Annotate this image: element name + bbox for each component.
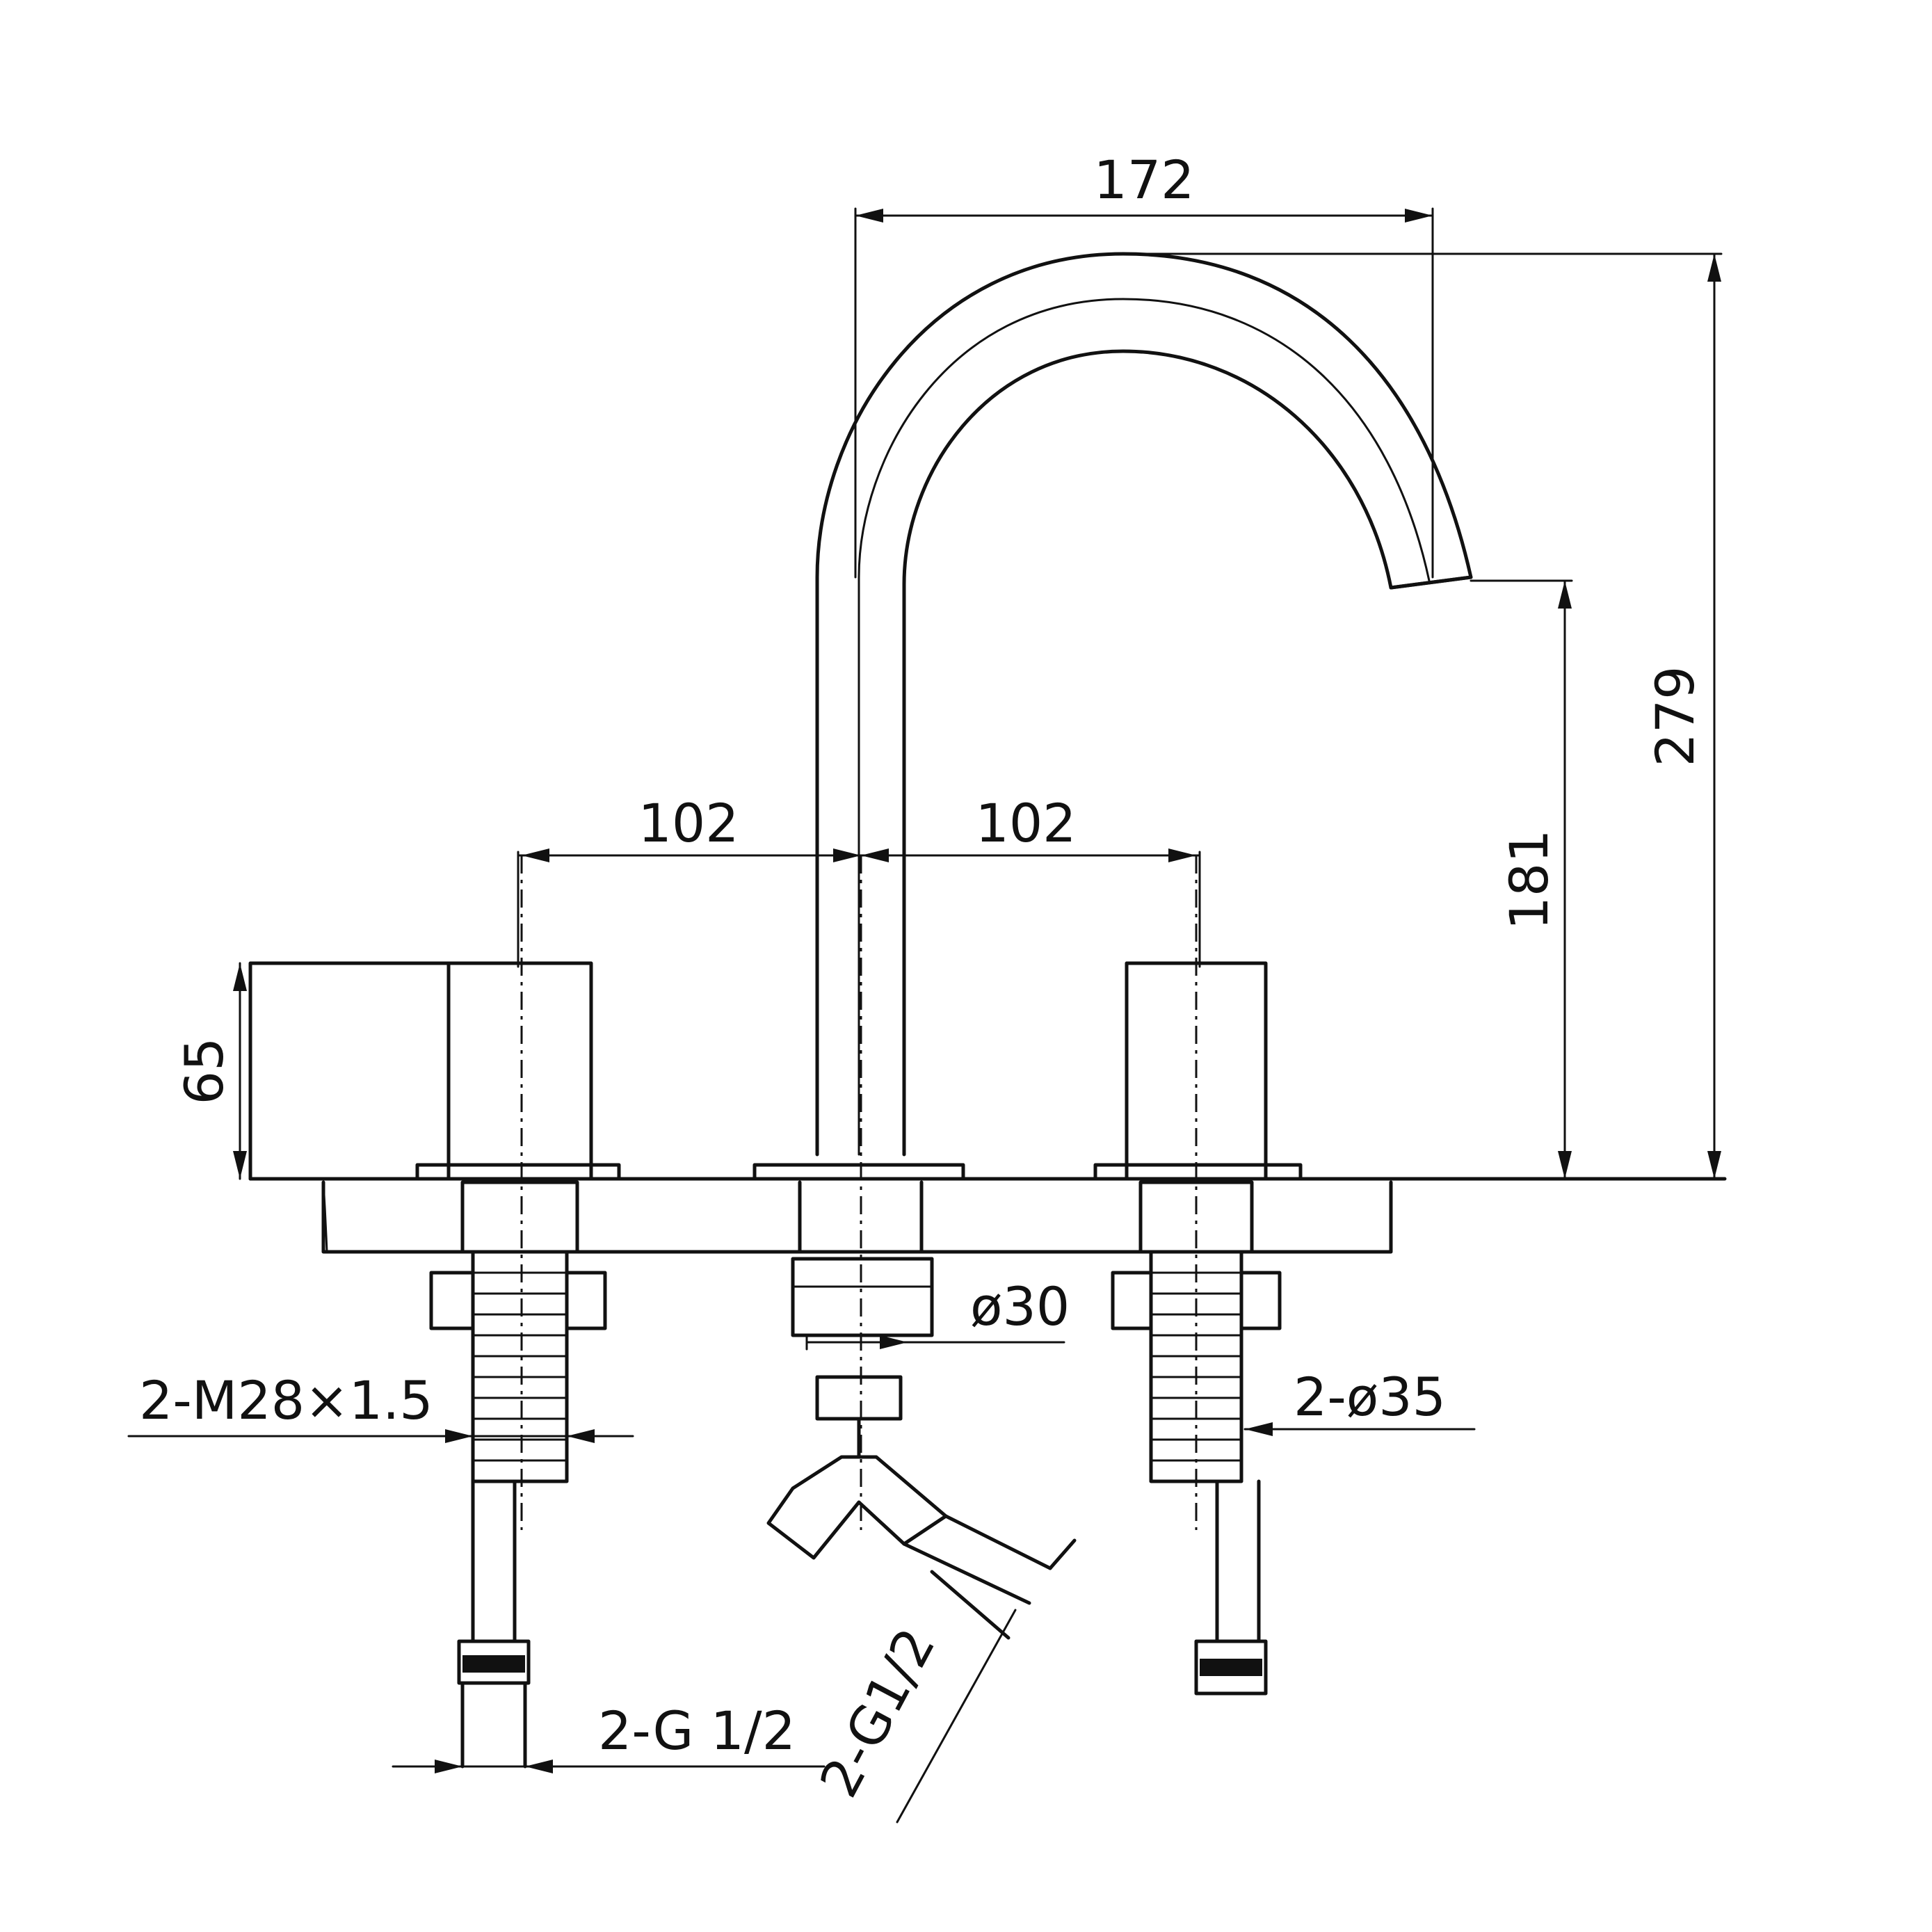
dim-spout-reach: 172 <box>1093 149 1194 211</box>
spout <box>815 252 1473 1157</box>
dim-handle-height: 65 <box>173 1038 235 1105</box>
dimension-lines <box>127 207 1723 1824</box>
left-thread <box>471 1250 569 1483</box>
dim-outlet-thread: 2-G1/2 <box>807 1618 947 1807</box>
dim-handle-spacing-left: 102 <box>638 792 739 854</box>
left-handle <box>248 961 621 1769</box>
spout-mount <box>752 1163 1077 1640</box>
right-handle <box>1093 961 1303 1696</box>
center-lines <box>520 855 1198 1530</box>
deck <box>248 1177 1727 1254</box>
dim-handle-thread: 2-M28×1.5 <box>139 1369 433 1431</box>
dim-spout-shank-dia: ø30 <box>970 1275 1070 1337</box>
dim-handle-shank-dia: 2-ø35 <box>1294 1366 1446 1428</box>
dim-handle-spacing-right: 102 <box>975 792 1076 854</box>
dim-spout-height: 181 <box>1498 829 1560 930</box>
dim-total-height: 279 <box>1644 666 1706 766</box>
dim-inlet-thread: 2-G 1/2 <box>598 1700 796 1762</box>
